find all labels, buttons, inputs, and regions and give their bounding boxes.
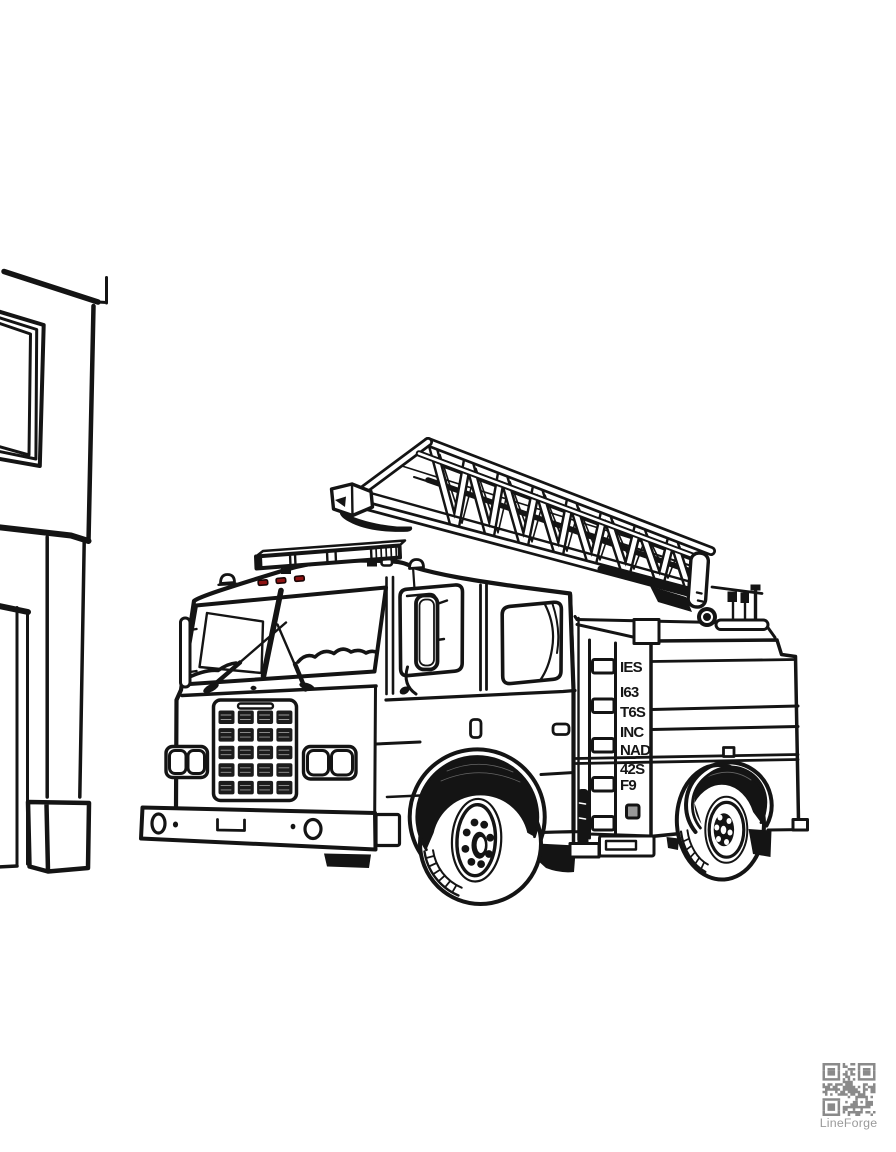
svg-text:INC: INC <box>620 724 644 741</box>
svg-text:T6S: T6S <box>620 704 646 721</box>
svg-text:LineForge: LineForge <box>820 1116 878 1130</box>
svg-text:42S: 42S <box>620 761 645 778</box>
svg-text:I63: I63 <box>620 684 639 701</box>
svg-text:NAD: NAD <box>620 742 651 759</box>
svg-text:IES: IES <box>620 659 643 676</box>
svg-text:F9: F9 <box>620 777 636 794</box>
